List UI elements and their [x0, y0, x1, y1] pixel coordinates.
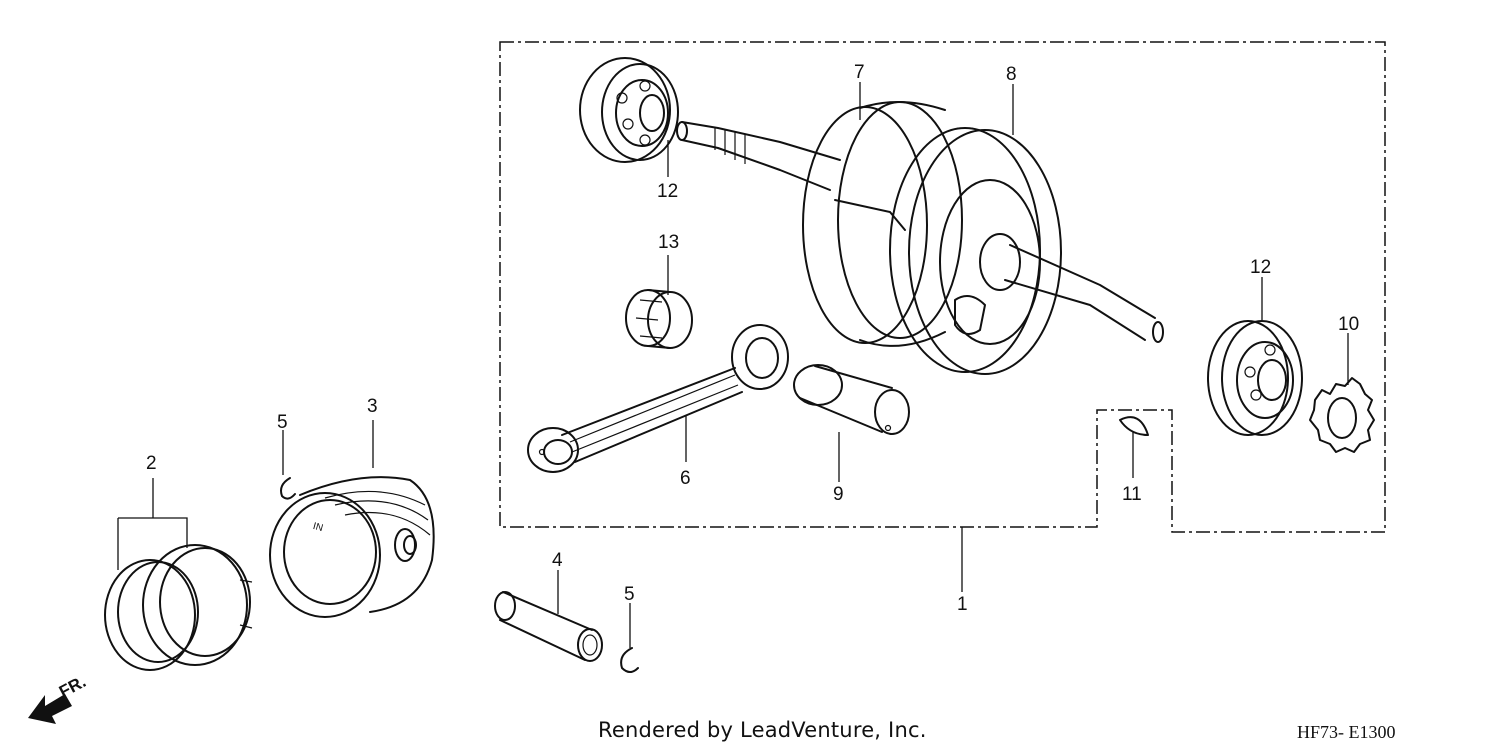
- piston-rings: [104, 478, 253, 671]
- front-arrow-icon: [28, 694, 72, 724]
- piston-pin: [494, 591, 603, 662]
- callout-10: 10: [1338, 314, 1359, 335]
- callout-12-right: 12: [1250, 257, 1271, 278]
- piston-clip-upper: [280, 477, 296, 500]
- callout-3: 3: [367, 396, 378, 417]
- connecting-rod: [527, 324, 789, 473]
- callout-5-lower: 5: [624, 584, 635, 605]
- timing-sprocket: [1309, 377, 1375, 453]
- callout-4: 4: [552, 550, 563, 571]
- crankshaft: [676, 101, 1164, 375]
- piston-in-mark: IN: [312, 521, 325, 534]
- callout-5-upper: 5: [277, 412, 288, 433]
- callout-8: 8: [1006, 64, 1017, 85]
- bearing-left: [579, 57, 679, 163]
- callout-1: 1: [957, 594, 968, 615]
- leader-lines: [282, 82, 1349, 648]
- callout-11: 11: [1122, 484, 1142, 505]
- woodruff-key: [1119, 416, 1149, 436]
- crank-pin: [793, 364, 910, 435]
- callout-7: 7: [854, 62, 865, 83]
- piston-clip-lower: [620, 647, 639, 673]
- assembly-boundary: [499, 41, 1386, 533]
- diagram-code: HF73- E1300: [1297, 722, 1396, 742]
- callout-2: 2: [146, 453, 157, 474]
- bearing-right: [1207, 320, 1303, 436]
- callout-9: 9: [833, 484, 844, 505]
- callout-13: 13: [658, 232, 679, 253]
- credit-text: Rendered by LeadVenture, Inc.: [598, 718, 927, 742]
- callout-6: 6: [680, 468, 691, 489]
- needle-bearing: [625, 289, 693, 349]
- callout-12-left: 12: [657, 181, 678, 202]
- piston: [269, 476, 435, 618]
